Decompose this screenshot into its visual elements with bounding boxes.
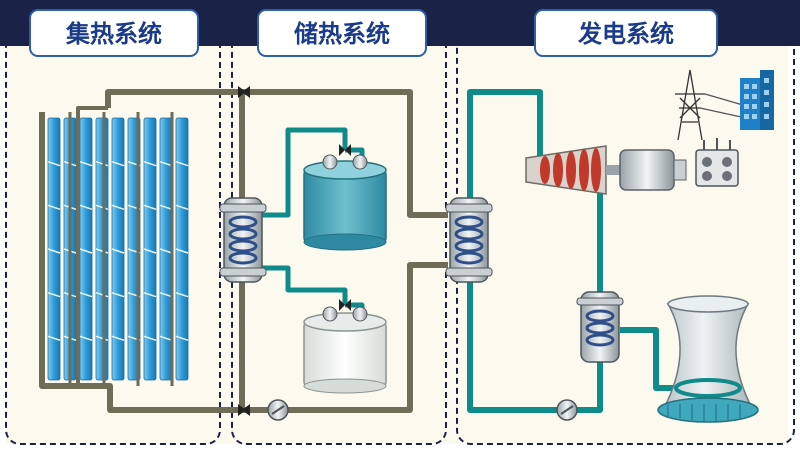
section-collector-border xyxy=(5,5,221,445)
heat-exchanger-icon xyxy=(576,291,624,363)
valve-icon xyxy=(238,86,351,416)
svg-text:集热系统: 集热系统 xyxy=(65,20,162,48)
heat-exchanger-icon xyxy=(219,197,267,283)
section-title-storage: 储热系统 xyxy=(257,9,427,57)
svg-text:发电系统: 发电系统 xyxy=(577,20,674,48)
heat-exchanger-icon xyxy=(445,197,493,283)
section-title-power: 发电系统 xyxy=(534,9,718,57)
svg-text:储热系统: 储热系统 xyxy=(294,20,390,48)
solar-collector-icon xyxy=(47,112,189,386)
generator-icon xyxy=(619,149,687,191)
storage-tank-icon xyxy=(303,306,387,394)
turbine-icon xyxy=(525,145,620,195)
section-title-collector: 集热系统 xyxy=(29,9,199,57)
building-icon xyxy=(740,70,774,130)
section-power-border xyxy=(456,5,795,445)
storage-tank-icon xyxy=(303,154,387,251)
pump-icon xyxy=(556,399,578,421)
cooling-tower-icon xyxy=(657,295,759,423)
pump-icon xyxy=(267,399,289,421)
collector-loop-pipe xyxy=(39,89,245,413)
transformer-icon xyxy=(695,138,739,187)
